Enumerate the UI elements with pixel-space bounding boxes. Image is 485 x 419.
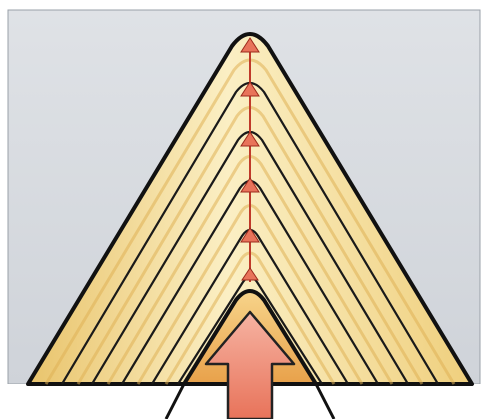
anticline-fold-diagram [0,0,485,419]
